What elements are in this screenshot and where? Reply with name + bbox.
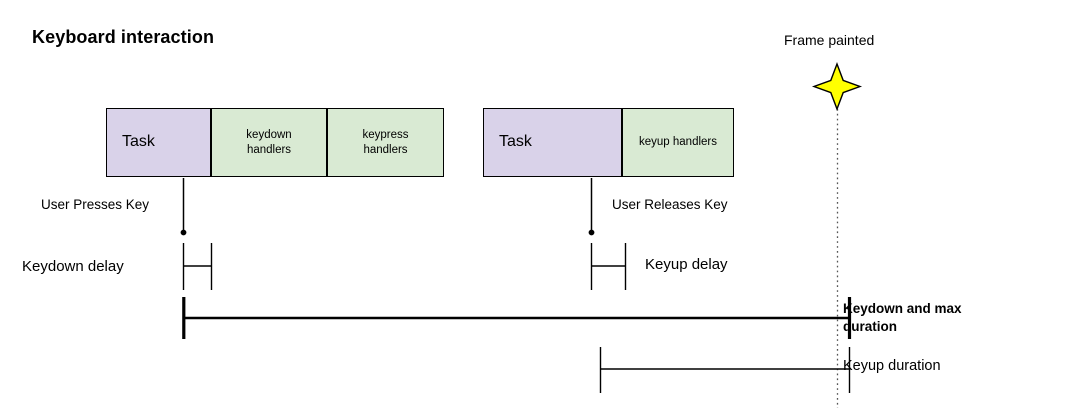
keydown-and-max-duration-label: Keydown and max duration bbox=[843, 301, 962, 334]
keyup-handlers-label: keyup handlers bbox=[639, 136, 717, 149]
keyup-handlers-block[interactable]: keyup handlers bbox=[622, 108, 734, 177]
keydown-max-duration-span bbox=[182, 297, 852, 339]
task-block-keyup[interactable]: Task bbox=[483, 108, 622, 177]
keypress-handlers-block[interactable]: keypress handlers bbox=[327, 108, 444, 177]
keydown-handlers-block[interactable]: keydown handlers bbox=[211, 108, 327, 177]
task-block-keydown-label: Task bbox=[122, 133, 155, 151]
user-releases-key-dot bbox=[588, 229, 595, 236]
keydown-handlers-label: keydown handlers bbox=[246, 128, 292, 156]
keydown-delay-label: Keydown delay bbox=[22, 258, 124, 275]
keyup-delay-bracket bbox=[590, 243, 627, 290]
task-block-keyup-label: Task bbox=[499, 133, 532, 151]
page-title: Keyboard interaction bbox=[32, 27, 215, 47]
user-presses-key-label: User Presses Key bbox=[41, 197, 150, 212]
keypress-handlers-label: keypress handlers bbox=[362, 128, 409, 156]
keyup-duration-label: Keyup duration bbox=[843, 358, 941, 374]
frame-painted-label: Frame painted bbox=[784, 32, 875, 48]
task-block-keydown[interactable]: Task bbox=[106, 108, 211, 177]
user-releases-key-label: User Releases Key bbox=[612, 197, 728, 212]
keydown-delay-bracket bbox=[182, 243, 213, 290]
keyup-duration-span bbox=[599, 347, 851, 393]
four-point-star-icon bbox=[811, 62, 863, 111]
keyup-delay-label: Keyup delay bbox=[645, 256, 728, 273]
user-presses-key-dot bbox=[180, 229, 187, 236]
